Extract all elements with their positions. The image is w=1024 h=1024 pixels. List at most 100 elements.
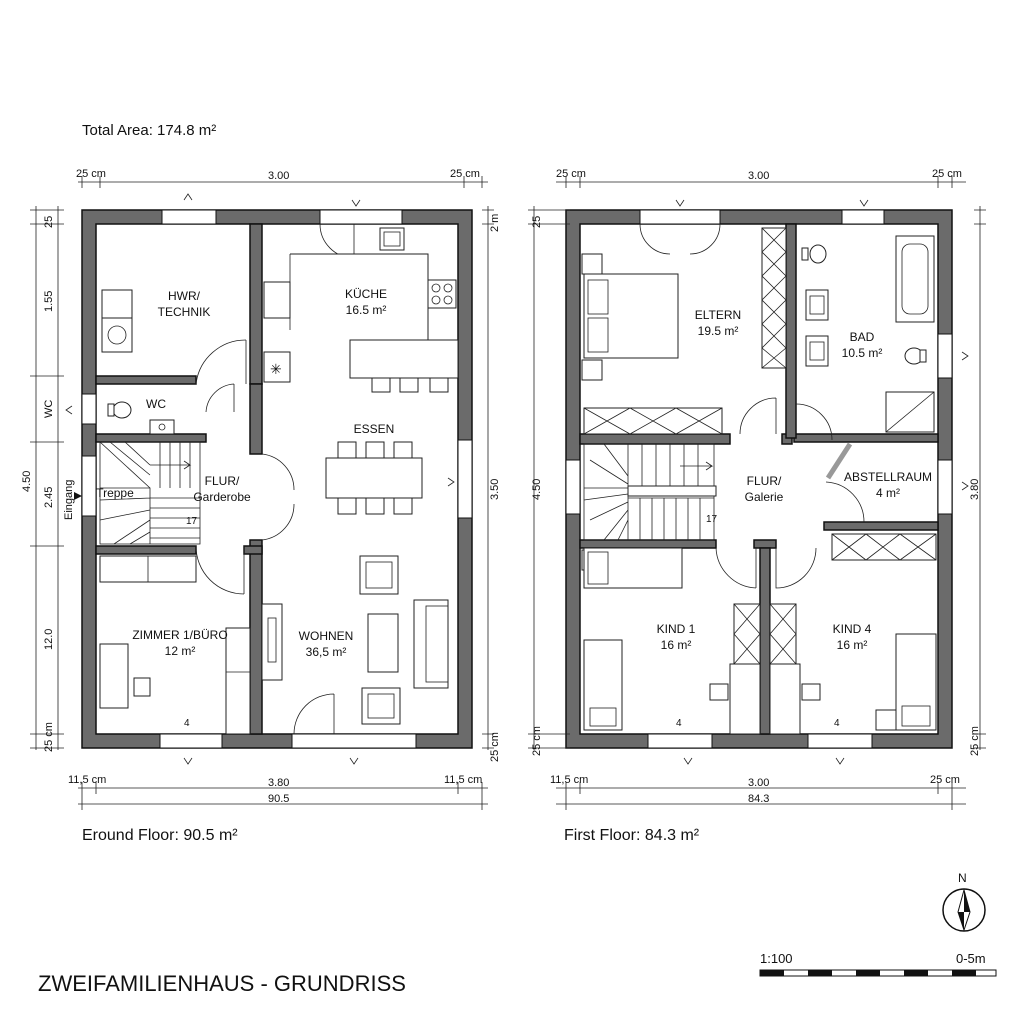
ff-dim-left-total: 4.50: [531, 479, 543, 500]
gf-door-kueche: [319, 223, 355, 259]
gf-wall: [95, 433, 207, 443]
gf-room-flur-l2: Garderobe: [193, 490, 251, 504]
ff-staircase: [583, 443, 717, 541]
scale-range: 0-5m: [956, 951, 986, 966]
ff-door-kind4: [775, 547, 817, 589]
ff-door-kind1: [715, 547, 757, 589]
svg-text:✳: ✳: [270, 361, 282, 377]
gf-room-essen: ESSEN: [354, 422, 395, 436]
ff-wall: [793, 433, 939, 443]
gf-staircase: [99, 441, 201, 545]
gf-dim-left-seg4: 12.0: [43, 629, 55, 650]
gf-room-hwr-l1: HWR/: [168, 289, 201, 303]
ff-dim-bottom-left: 11,5 cm: [550, 774, 588, 786]
gf-room-zimmer-l2: 12 m²: [165, 644, 196, 658]
ff-door-eltern-balcony: [639, 223, 721, 255]
ff-dim-top-left: 25 cm: [556, 168, 586, 180]
ff-dim-right-mid: 3.80: [969, 479, 981, 500]
gf-dim-right-mid: 3.50: [489, 479, 501, 500]
ff-window: [639, 209, 721, 225]
ff-room-kind1-l1: KIND 1: [657, 622, 696, 636]
gf-dim-top-right: 25 cm: [450, 168, 480, 180]
ff-dim-right-bottom: 25 cm: [969, 726, 981, 756]
gf-label-treppe: Treppe: [96, 486, 134, 500]
gf-window: [161, 209, 217, 225]
gf-dim-left-seg1: 25: [43, 216, 55, 228]
gf-window: [81, 393, 97, 425]
ff-room-kind4-l2: 16 m²: [837, 638, 868, 652]
ff-wall: [759, 547, 771, 735]
gf-wall: [249, 223, 263, 385]
gf-room-kueche-l1: KÜCHE: [345, 287, 387, 301]
ff-window: [647, 733, 713, 749]
gf-wall: [249, 383, 263, 455]
ff-room-flur-l2: Galerie: [745, 490, 784, 504]
gf-room-flur-l1: FLUR/: [205, 474, 240, 488]
ff-wall: [823, 521, 939, 531]
ff-room-eltern-l1: ELTERN: [695, 308, 741, 322]
gf-wall: [243, 545, 263, 555]
ff-wall: [785, 223, 797, 439]
scale-bar: [759, 969, 997, 977]
gf-door-entrance: [81, 455, 97, 517]
ff-window: [841, 209, 885, 225]
ff-door-abstell: [825, 481, 865, 523]
gf-dim-left-bottom: 25 cm: [43, 722, 55, 752]
gf-dim-bottom-total: 90.5: [268, 793, 289, 805]
ff-door-bad: [795, 403, 833, 441]
gf-dim-top-mid: 3.00: [268, 170, 289, 182]
north-arrow-icon: N: [942, 871, 986, 932]
gf-window: [159, 733, 223, 749]
gf-dim-left-seg2: 1.55: [43, 291, 55, 312]
gf-dim-bottom-right: 11,5 cm: [444, 774, 482, 786]
gf-door-wohnen: [261, 453, 295, 541]
ff-room-kind1-l2: 16 m²: [661, 638, 692, 652]
ff-room-flur-l1: FLUR/: [747, 474, 782, 488]
first-floor-plan: 25 cm 3.00 25 cm: [528, 168, 986, 844]
gf-wall: [95, 375, 197, 385]
ff-dim-bottom-mid: 3.00: [748, 777, 769, 789]
gf-stairs-count: 17: [186, 516, 198, 527]
ff-window: [937, 333, 953, 379]
gf-window: [319, 209, 403, 225]
gf-room-zimmer-l1: ZIMMER 1/BÜRO: [132, 628, 227, 642]
ff-room-bad-l2: 10.5 m²: [842, 346, 883, 360]
ground-floor-plan: 25 cm 3.00 25 cm: [21, 168, 501, 844]
gf-dim-left-seg3: 2.45: [43, 487, 55, 508]
gf-room-wohnen-l1: WOHNEN: [299, 629, 354, 643]
ff-room-bad-l1: BAD: [850, 330, 875, 344]
svg-text:4: 4: [676, 718, 682, 729]
ff-room-abstell-l2: 4 m²: [876, 486, 900, 500]
svg-text:4: 4: [834, 718, 840, 729]
ff-wall: [753, 539, 777, 549]
gf-dim-bottom-left: 11,5 cm: [68, 774, 106, 786]
ff-room-eltern-l2: 19.5 m²: [698, 324, 739, 338]
gf-room-hwr-l2: TECHNIK: [158, 305, 211, 319]
svg-text:4: 4: [184, 718, 190, 729]
ff-dim-top-right: 25 cm: [932, 168, 962, 180]
gf-dim-right-top: 2 m: [489, 214, 501, 232]
ff-window: [565, 459, 581, 515]
gf-dim-bottom-mid: 3.80: [268, 777, 289, 789]
ff-dim-bottom-total: 84.3: [748, 793, 769, 805]
total-area-label: Total Area: 174.8 m²: [82, 122, 216, 139]
ff-room-abstell-l1: ABSTELLRAUM: [844, 470, 932, 484]
gf-room-kueche-l2: 16.5 m²: [346, 303, 387, 317]
gf-window: [291, 733, 417, 749]
gf-room-wohnen-l2: 36,5 m²: [306, 645, 347, 659]
gf-dim-top-left: 25 cm: [76, 168, 106, 180]
ff-outer-walls: [565, 209, 953, 749]
scale-ratio: 1:100: [760, 951, 793, 966]
ff-room-kind4-l1: KIND 4: [833, 622, 872, 636]
gf-door-wc: [205, 383, 235, 413]
ff-stairs-count: 17: [706, 514, 718, 525]
ff-window: [937, 459, 953, 515]
ff-wall: [579, 539, 717, 549]
ff-wall: [579, 433, 731, 445]
gf-wall: [95, 545, 197, 555]
ff-dim-left-top: 25: [531, 216, 543, 228]
gf-dim-left-wc: WC: [43, 400, 55, 418]
gf-entrance-label: Eingang: [63, 480, 75, 520]
drawing-title: ZWEIFAMILIENHAUS - GRUNDRISS: [38, 971, 406, 996]
